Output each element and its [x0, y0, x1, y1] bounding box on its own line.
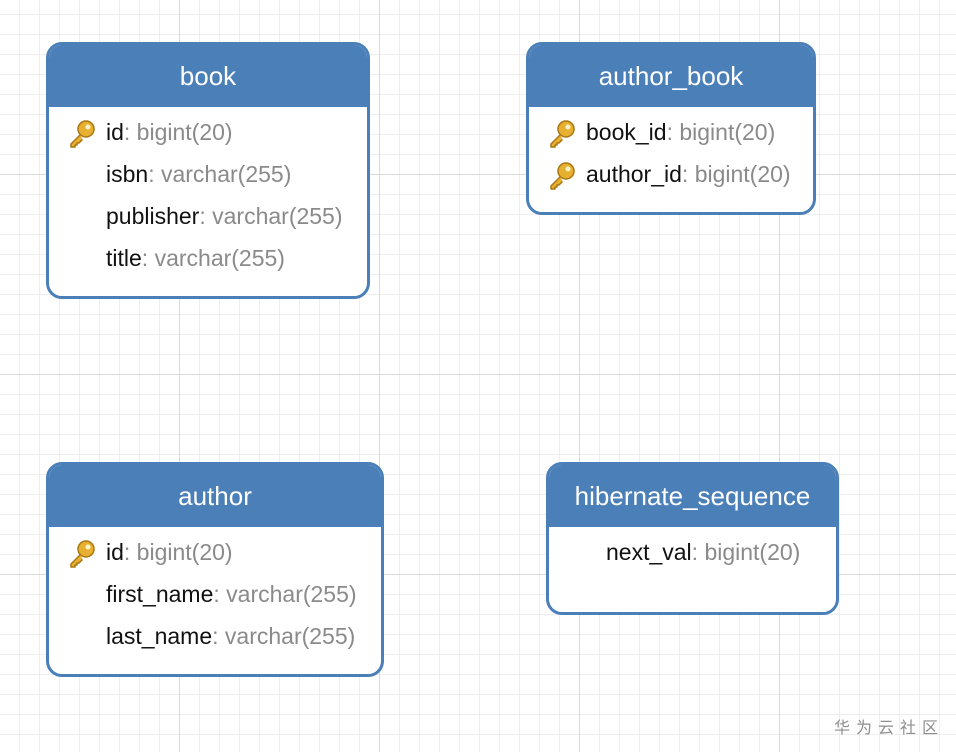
field-name: author_id: [586, 161, 682, 187]
table-hibernate-sequence[interactable]: hibernate_sequence next_val: bigint(20): [546, 462, 839, 615]
field-row-isbn[interactable]: isbn: varchar(255): [49, 153, 367, 195]
field-row-id[interactable]: id: bigint(20): [49, 531, 381, 573]
field-type: : bigint(20): [123, 119, 233, 145]
field-name: title: [106, 245, 142, 271]
field-name: isbn: [106, 161, 149, 187]
field-row-last-name[interactable]: last_name: varchar(255): [49, 615, 381, 657]
field-row-next-val[interactable]: next_val: bigint(20): [549, 531, 836, 573]
field-type: : bigint(20): [123, 539, 233, 565]
field-type: : bigint(20): [681, 161, 791, 187]
field-row-title[interactable]: title: varchar(255): [49, 237, 367, 279]
field-name: id: [106, 539, 124, 565]
field-type: : varchar(255): [199, 203, 343, 229]
key-icon: [70, 540, 95, 568]
field-type: : varchar(255): [213, 581, 357, 607]
field-row-book-id[interactable]: book_id: bigint(20): [529, 111, 813, 153]
key-icon: [550, 162, 575, 190]
field-type: : varchar(255): [212, 623, 356, 649]
field-type: : varchar(255): [148, 161, 292, 187]
table-header: hibernate_sequence: [549, 465, 836, 527]
table-book[interactable]: book id: bigint(20) isbn: varchar(255) p…: [46, 42, 370, 299]
field-row-publisher[interactable]: publisher: varchar(255): [49, 195, 367, 237]
field-name: id: [106, 119, 124, 145]
field-name: first_name: [106, 581, 214, 607]
table-header: author_book: [529, 45, 813, 107]
field-name: next_val: [606, 539, 692, 565]
field-type: : bigint(20): [691, 539, 801, 565]
table-header: book: [49, 45, 367, 107]
field-type: : bigint(20): [666, 119, 776, 145]
field-row-first-name[interactable]: first_name: varchar(255): [49, 573, 381, 615]
table-header: author: [49, 465, 381, 527]
field-type: : varchar(255): [141, 245, 285, 271]
table-author[interactable]: author id: bigint(20) first_name: varcha…: [46, 462, 384, 677]
field-name: last_name: [106, 623, 213, 649]
field-row-id[interactable]: id: bigint(20): [49, 111, 367, 153]
key-icon: [70, 120, 95, 148]
watermark: 华为云社区: [833, 720, 944, 737]
field-row-author-id[interactable]: author_id: bigint(20): [529, 153, 813, 195]
table-author-book[interactable]: author_book book_id: bigint(20) author_i…: [526, 42, 816, 215]
field-name: book_id: [586, 119, 667, 145]
field-name: publisher: [106, 203, 200, 229]
key-icon: [550, 120, 575, 148]
